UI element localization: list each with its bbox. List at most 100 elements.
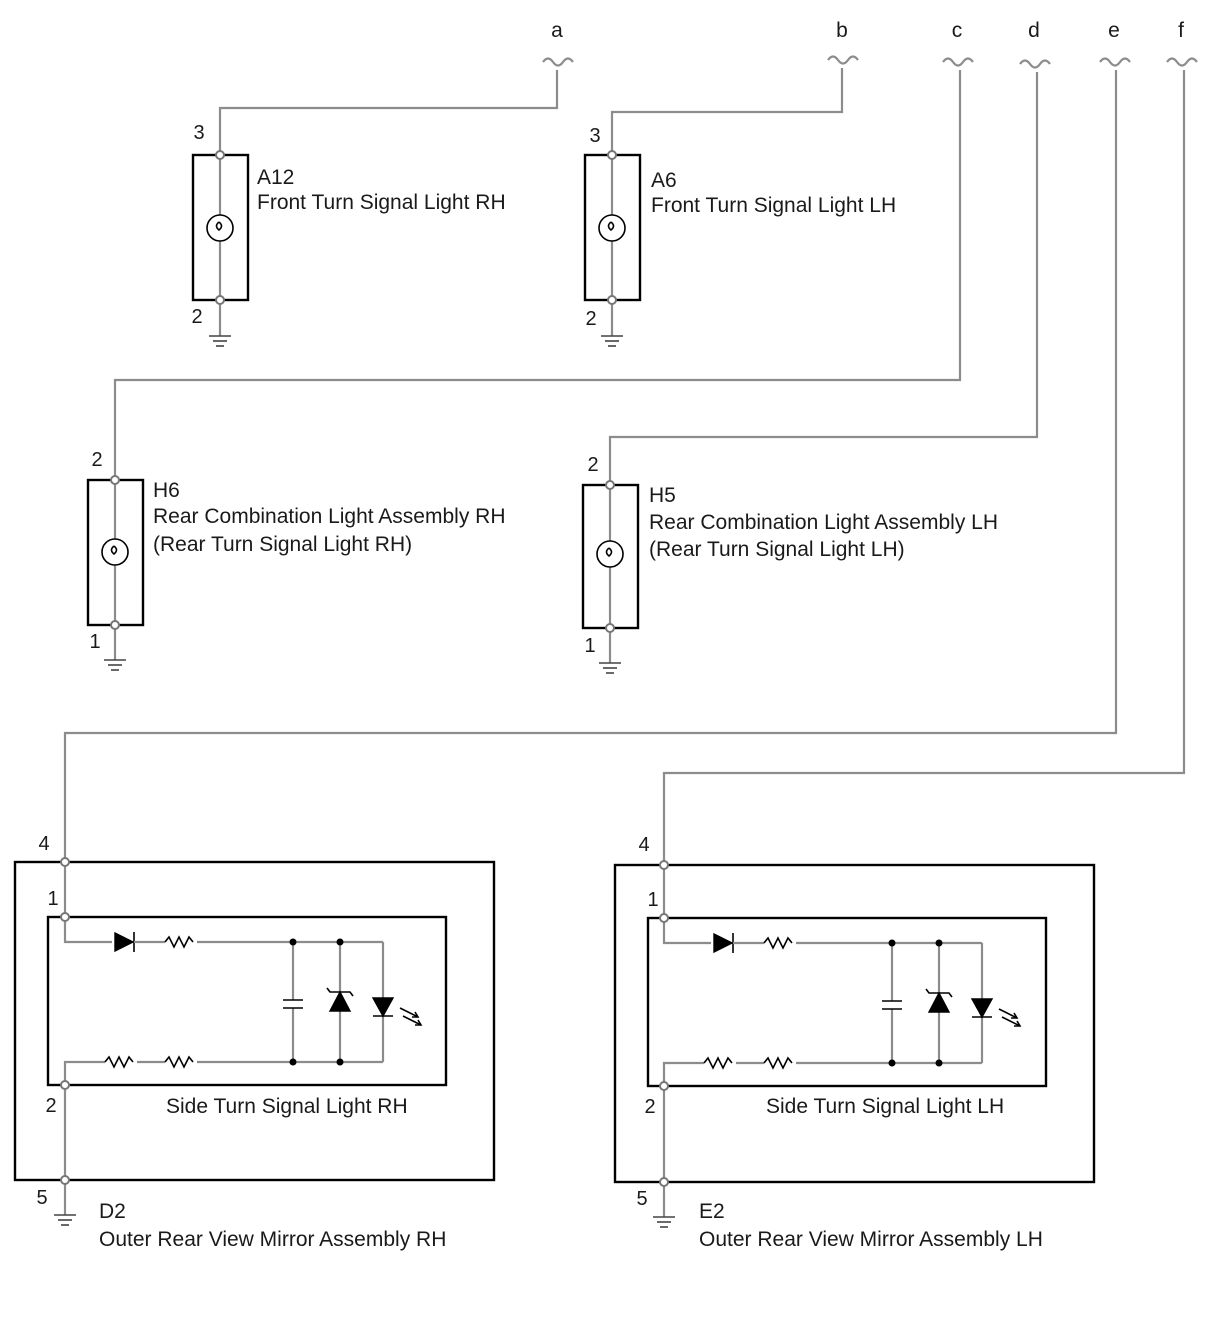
component-code: D2 <box>99 1200 126 1223</box>
wire-break-marks <box>541 55 1199 69</box>
pin-bottom: 1 <box>584 635 595 657</box>
ground-icon <box>53 1214 77 1226</box>
pin-bottom: 2 <box>191 306 202 328</box>
diode-icon <box>713 932 734 954</box>
bulb-icon <box>101 538 129 566</box>
outer-assembly-box <box>13 860 496 1182</box>
component-code: A6 <box>651 169 677 192</box>
wire-c <box>113 70 962 480</box>
terminal <box>659 913 669 923</box>
bulb-icon <box>596 540 624 568</box>
resistor-icon <box>703 1057 733 1069</box>
led-icon <box>371 997 395 1018</box>
pin-top: 2 <box>91 449 102 471</box>
component-name: Front Turn Signal Light RH <box>257 191 506 214</box>
pin-outer-bottom: 5 <box>36 1187 47 1209</box>
terminal <box>60 1175 70 1185</box>
resistor-icon <box>763 1057 793 1069</box>
pin-outer-top: 4 <box>638 834 649 856</box>
pin-top: 3 <box>193 122 204 144</box>
wires <box>63 68 1186 1217</box>
led-icon <box>970 998 994 1019</box>
ground-icon <box>600 335 624 347</box>
component-a6: 3 2 A6 Front Turn Signal Light LH <box>583 125 896 347</box>
wire-label-e: e <box>1108 19 1120 42</box>
terminal <box>215 295 225 305</box>
wire-label-a: a <box>551 19 563 42</box>
diode-icon <box>114 931 135 953</box>
terminal <box>60 1080 70 1090</box>
light-emission-icon <box>998 1008 1022 1027</box>
resistor-icon <box>763 937 793 949</box>
inner-light-label: Side Turn Signal Light RH <box>166 1095 408 1118</box>
ground-icon <box>598 662 622 674</box>
pin-outer-top: 4 <box>38 833 49 855</box>
pin-outer-bottom: 5 <box>636 1188 647 1210</box>
terminal <box>215 150 225 160</box>
led-circuit <box>662 918 1022 1086</box>
pin-bottom: 2 <box>585 308 596 330</box>
terminal <box>60 857 70 867</box>
wire-labels: a b c d e f <box>551 19 1184 42</box>
pin-inner-bottom: 2 <box>644 1096 655 1118</box>
terminal <box>605 623 615 633</box>
wire-e <box>63 70 1118 862</box>
terminal <box>607 150 617 160</box>
terminal <box>605 480 615 490</box>
pin-inner-bottom: 2 <box>45 1095 56 1117</box>
resistor-icon <box>164 936 194 948</box>
pin-top: 3 <box>589 125 600 147</box>
inner-light-box <box>46 915 448 1087</box>
inner-light-label: Side Turn Signal Light LH <box>766 1095 1004 1118</box>
pin-top: 2 <box>587 454 598 476</box>
wire-d <box>608 72 1039 485</box>
terminal <box>659 860 669 870</box>
ground-icon <box>103 659 127 671</box>
component-code: A12 <box>257 166 294 189</box>
component-h5: 2 1 H5 Rear Combination Light Assembly L… <box>581 454 998 674</box>
component-e2: 4 1 2 5 Side Turn Signal Light LH E2 Out… <box>613 834 1096 1251</box>
wire-a <box>218 70 559 155</box>
component-name: Front Turn Signal Light LH <box>651 194 896 217</box>
wire-label-f: f <box>1178 19 1184 42</box>
component-name: Rear Combination Light Assembly RH <box>153 505 506 528</box>
component-h6: 2 1 H6 Rear Combination Light Assembly R… <box>86 449 506 671</box>
wire-label-c: c <box>952 19 963 42</box>
resistor-icon <box>164 1056 194 1068</box>
component-d2: 4 1 2 5 Side Turn Signal Light RH D2 Out… <box>13 833 496 1251</box>
wire-f <box>662 70 1186 865</box>
component-a12: 3 2 A12 Front Turn Signal Light RH <box>191 122 506 347</box>
inner-light-box <box>646 916 1048 1088</box>
ground-icon <box>208 335 232 347</box>
wire-b <box>610 68 844 155</box>
wire-label-b: b <box>836 19 848 42</box>
led-circuit <box>63 917 423 1085</box>
component-name: Rear Combination Light Assembly LH <box>649 511 998 534</box>
zener-diode-icon <box>927 991 951 1013</box>
component-code: H6 <box>153 479 180 502</box>
terminal <box>607 295 617 305</box>
terminal <box>110 475 120 485</box>
bulb-icon <box>598 214 626 242</box>
terminal <box>659 1081 669 1091</box>
terminal <box>659 1177 669 1187</box>
component-name: Outer Rear View Mirror Assembly LH <box>699 1228 1043 1251</box>
bulb-icon <box>206 214 234 242</box>
pin-inner-top: 1 <box>647 889 658 911</box>
light-emission-icon <box>399 1007 423 1026</box>
resistor-icon <box>104 1056 134 1068</box>
zener-diode-icon <box>328 990 352 1012</box>
component-name: Outer Rear View Mirror Assembly RH <box>99 1228 446 1251</box>
component-code: H5 <box>649 484 676 507</box>
component-subtitle: (Rear Turn Signal Light LH) <box>649 538 905 561</box>
terminal <box>110 620 120 630</box>
ground-icon <box>652 1216 676 1228</box>
wire-label-d: d <box>1028 19 1040 42</box>
outer-assembly-box <box>613 863 1096 1184</box>
pin-inner-top: 1 <box>47 888 58 910</box>
pin-bottom: 1 <box>89 631 100 653</box>
component-code: E2 <box>699 1200 725 1223</box>
terminal <box>60 912 70 922</box>
component-subtitle: (Rear Turn Signal Light RH) <box>153 533 412 556</box>
